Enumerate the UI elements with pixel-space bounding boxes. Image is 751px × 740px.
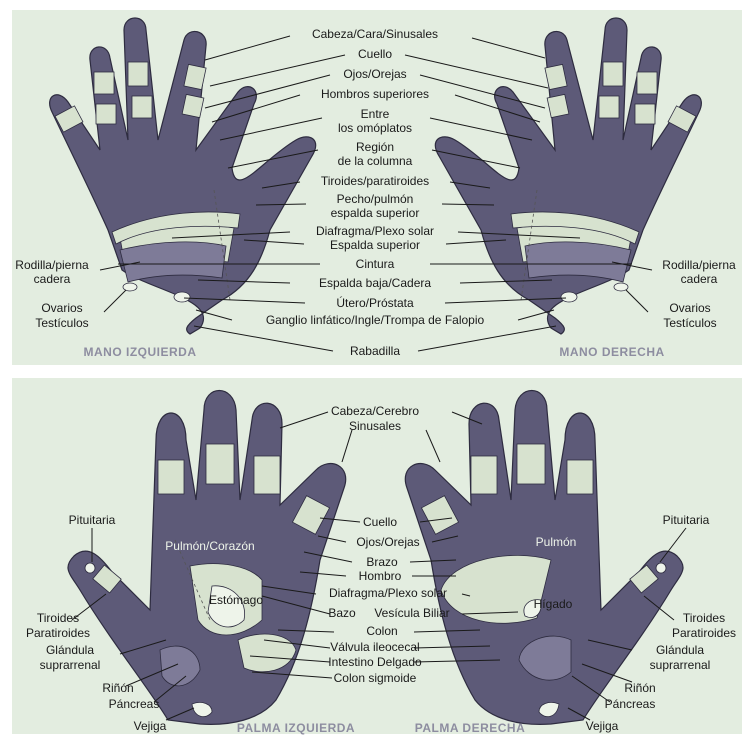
label-bladder-left: Vejiga bbox=[134, 719, 167, 733]
label-knee-right-1: Rodilla/pierna bbox=[662, 258, 736, 272]
label-knee-left-1: Rodilla/pierna bbox=[15, 258, 89, 272]
label-shoulder: Hombro bbox=[359, 569, 402, 583]
label-kidney-left: Riñón bbox=[102, 681, 133, 695]
label-uterus: Útero/Próstata bbox=[336, 295, 414, 310]
label-colon: Colon bbox=[366, 624, 397, 638]
label-liver: Hígado bbox=[534, 597, 573, 611]
label-thyroid-right-1: Tiroides bbox=[683, 611, 725, 625]
label-between-2: los omóplatos bbox=[338, 121, 412, 135]
label-knee-right-2: cadera bbox=[681, 272, 718, 286]
title-left-palm: PALMA IZQUIERDA bbox=[237, 721, 355, 735]
label-gallbladder: Vesícula Biliar bbox=[374, 606, 449, 620]
label-adrenal-right-2: suprarrenal bbox=[650, 658, 711, 672]
label-stomach: Estómago bbox=[209, 593, 263, 607]
label-lung: Pulmón bbox=[536, 535, 577, 549]
label-thyroid: Tiroides/paratiroides bbox=[321, 174, 429, 188]
label-sigmoid: Colon sigmoide bbox=[334, 671, 417, 685]
label-thyroid-left-1: Tiroides bbox=[37, 611, 79, 625]
label-ileocecal: Válvula ileocecal bbox=[330, 640, 419, 654]
label-waist: Cintura bbox=[356, 257, 395, 271]
label-between-1: Entre bbox=[361, 107, 390, 121]
label-adrenal-left-1: Glándula bbox=[46, 643, 94, 657]
label-sinus: Sinusales bbox=[349, 419, 401, 433]
title-left-hand: MANO IZQUIERDA bbox=[84, 345, 197, 359]
label-neck: Cuello bbox=[358, 47, 392, 61]
label-ovaries-right-2: Testículos bbox=[663, 316, 716, 330]
title-right-hand: MANO DERECHA bbox=[559, 345, 664, 359]
label-spine-2: de la columna bbox=[338, 154, 413, 168]
label-eyes-ears: Ojos/Orejas bbox=[343, 67, 406, 81]
label-upper-shoulders: Hombros superiores bbox=[321, 87, 429, 101]
label-chest-2: espalda superior bbox=[331, 206, 420, 220]
label-pituitary-right: Pituitaria bbox=[663, 513, 710, 527]
label-ovaries-right-1: Ovarios bbox=[669, 301, 710, 315]
label-diaphragm: Diafragma/Plexo solar bbox=[316, 224, 434, 238]
label-head: Cabeza/Cara/Sinusales bbox=[312, 27, 438, 41]
label-kidney-right: Riñón bbox=[624, 681, 655, 695]
label-adrenal-right-1: Glándula bbox=[656, 643, 704, 657]
label-pancreas-right: Páncreas bbox=[605, 697, 656, 711]
label-arm: Brazo bbox=[366, 555, 398, 569]
label-spine-1: Región bbox=[356, 140, 394, 154]
label-pancreas-left: Páncreas bbox=[109, 697, 160, 711]
label-diaphragm: Diafragma/Plexo solar bbox=[329, 586, 447, 600]
label-chest-1: Pecho/pulmón bbox=[337, 192, 414, 206]
label-small-intestine: Intestino Delgado bbox=[328, 655, 422, 669]
label-tailbone: Rabadilla bbox=[350, 344, 400, 358]
label-pituitary-left: Pituitaria bbox=[69, 513, 116, 527]
label-ovaries-left-1: Ovarios bbox=[41, 301, 82, 315]
label-bladder-right: Vejiga bbox=[586, 719, 619, 733]
label-eyes-ears: Ojos/Orejas bbox=[356, 535, 419, 549]
label-neck: Cuello bbox=[363, 515, 397, 529]
label-ovaries-left-2: Testículos bbox=[35, 316, 88, 330]
label-thyroid-left-2: Paratiroides bbox=[26, 626, 90, 640]
title-right-palm: PALMA DERECHA bbox=[415, 721, 526, 735]
label-adrenal-left-2: suprarrenal bbox=[40, 658, 101, 672]
label-head-brain: Cabeza/Cerebro bbox=[331, 404, 419, 418]
label-thyroid-right-2: Paratiroides bbox=[672, 626, 736, 640]
label-knee-left-2: cadera bbox=[34, 272, 71, 286]
label-lung-heart: Pulmón/Corazón bbox=[165, 539, 254, 553]
label-lymph: Ganglio linfático/Ingle/Trompa de Falopi… bbox=[266, 313, 485, 327]
label-lower-back: Espalda baja/Cadera bbox=[319, 276, 431, 290]
label-spleen: Bazo bbox=[328, 606, 356, 620]
label-upper-back: Espalda superior bbox=[330, 238, 420, 252]
